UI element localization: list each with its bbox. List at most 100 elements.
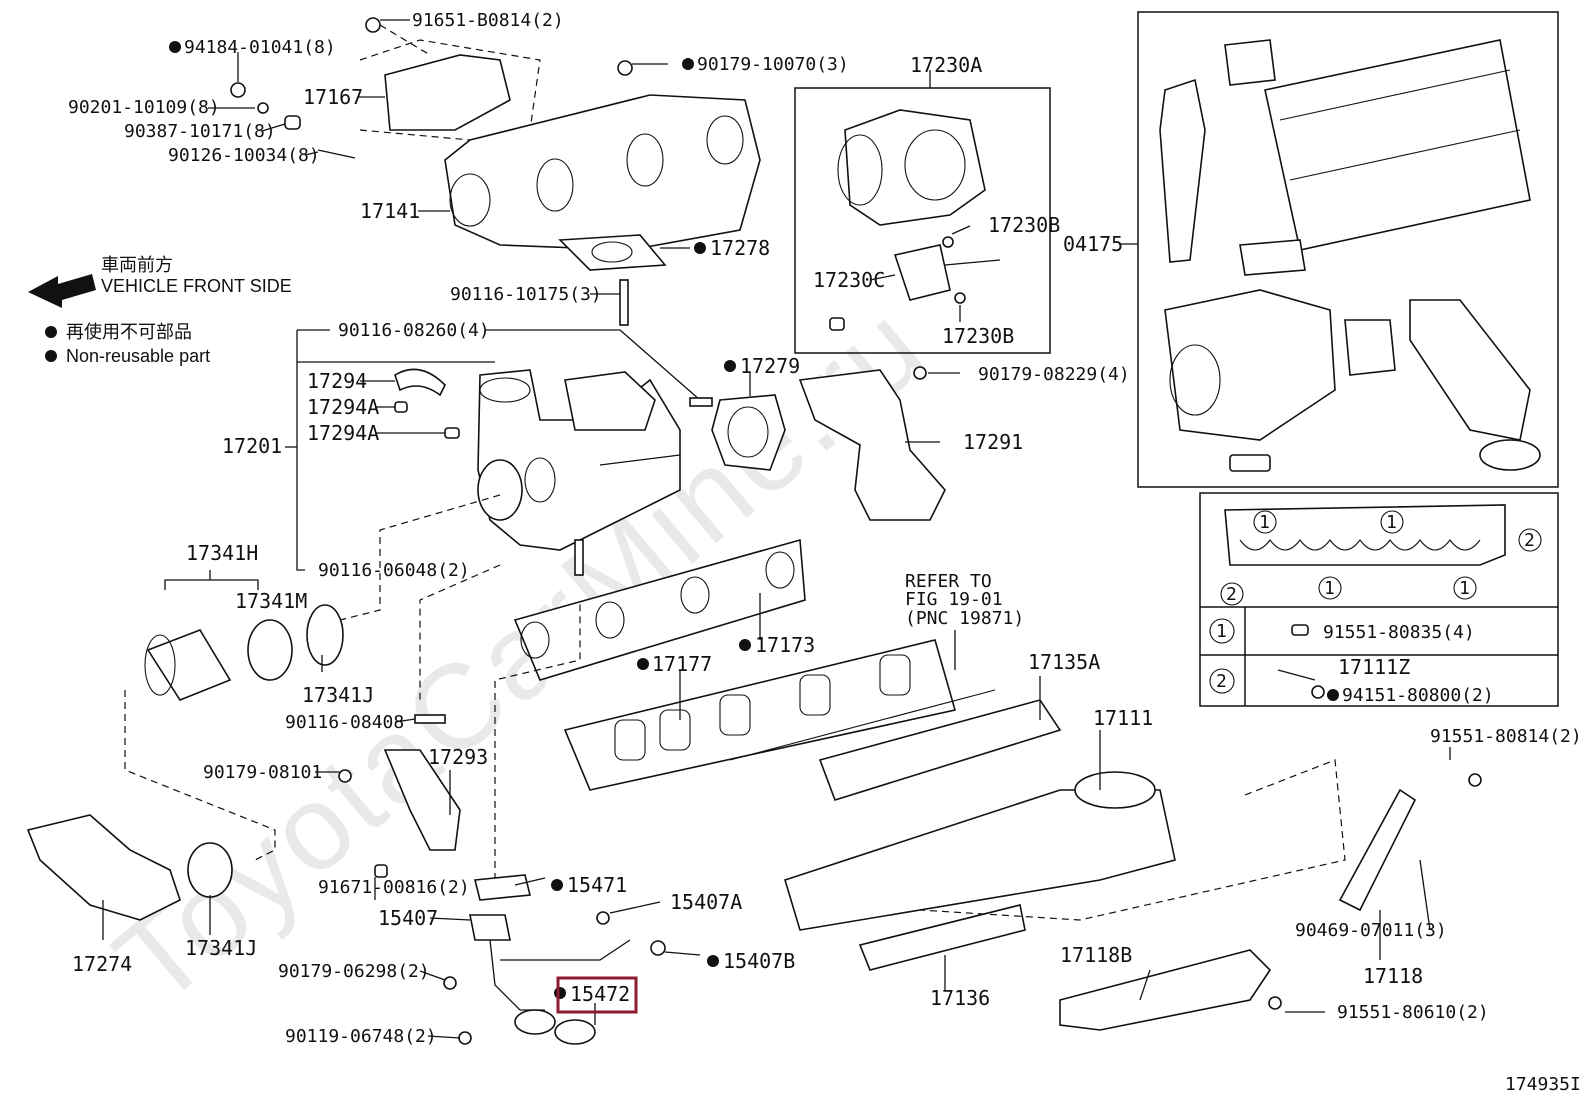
callout-17135A: 17135A [1028,650,1100,674]
callout-15407: 15407 [378,906,438,930]
callout-90179-10070: 90179-10070(3) [697,54,849,75]
callout-17278: 17278 [710,236,770,260]
callout-17136: 17136 [930,986,990,1010]
exhaust-manifold-group [230,17,761,326]
exhaust-manifold-17141-shape [444,94,761,251]
callout-17230B-top: 17230B [988,213,1060,237]
turbo-assy-17230A-drawing [829,109,1001,331]
callout-17294: 17294 [307,369,367,393]
inset-mark-2a: 2 [1524,530,1535,551]
legend-front-jp: 車両前方 [101,255,173,275]
callout-17291: 17291 [963,430,1023,454]
callout-17341J-top: 17341J [302,683,374,707]
hose-17341-group [26,570,344,940]
callout-90179-06298: 90179-06298(2) [278,961,430,982]
turbocharger-17201-group [285,329,713,700]
front-arrow-icon [28,274,96,308]
callout-17230B-bot: 17230B [942,324,1014,348]
callout-17294A-2: 17294A [307,421,379,445]
callout-17279: 17279 [740,354,800,378]
inset-row2-part-a: 17111Z [1338,655,1410,679]
callout-91551-80814: 91551-80814(2) [1430,726,1582,747]
inset-row2-num: 2 [1216,671,1227,692]
callout-90116-08260: 90116-08260(4) [338,320,490,341]
bracket-17118-shape [1338,788,1417,912]
intake-manifold-17135A-shape [818,699,1062,801]
exhaust-pipe-17291-shape [798,369,946,521]
callout-17118: 17118 [1363,964,1423,988]
highlight-box-15472 [556,976,638,1014]
callout-90119: 90119-06748(2) [285,1026,437,1047]
callout-91651: 91651-B0814(2) [412,10,564,31]
callout-90201: 90201-10109(8) [68,97,220,118]
inset-mark-1c: 1 [1324,578,1335,599]
turbo-kit-04175-drawing [1159,39,1541,472]
callout-04175: 04175 [1063,232,1123,256]
callout-15407A: 15407A [670,890,742,914]
manifold-gasket-group [513,538,957,791]
inset-mark-2b: 2 [1226,584,1237,605]
callout-90387: 90387-10171(8) [124,121,276,142]
callout-17230A: 17230A [910,53,982,77]
callout-17341J-bot: 17341J [185,936,257,960]
callout-90116-06048: 90116-06048(2) [318,560,470,581]
callout-17230C: 17230C [813,268,885,292]
legend-nonreuse-jp: 再使用不可部品 [66,322,192,342]
inset-row1-num: 1 [1216,621,1227,642]
gasket-inset-drawing: 1 1 2 2 1 1 1 2 91551-80835(4) 17111Z 94… [1209,504,1542,706]
gasket-17279-shape [711,394,786,471]
inset-mark-1a: 1 [1259,512,1270,533]
callout-90179-08101: 90179-08101 [203,762,322,783]
callout-94184: 94184-01041(8) [184,37,336,58]
gasket-17278-shape [558,234,667,271]
heat-insulator-17167-shape [384,54,511,131]
turbo-kit-04175-frame [1137,11,1559,488]
intake-manifold-17111-shape [784,789,1176,931]
refer-line1: REFER TO [905,571,992,592]
callout-17173: 17173 [755,633,815,657]
callout-17177: 17177 [652,652,712,676]
callout-15407B: 15407B [723,949,795,973]
callout-17141: 17141 [360,199,420,223]
nonreuse-dot-icon [45,350,57,362]
egr-pipe-group [443,600,666,1045]
legend-front-en: VEHICLE FRONT SIDE [101,276,292,296]
callout-90116-10175: 90116-10175(3) [450,284,602,305]
callout-17118B: 17118B [1060,943,1132,967]
inset-mark-1b: 1 [1386,512,1397,533]
callout-17293: 17293 [428,745,488,769]
callout-91671: 91671-00816(2) [318,877,470,898]
diagram-id: 174935I [1505,1074,1581,1095]
callout-17111: 17111 [1093,706,1153,730]
leader-lines [208,19,1451,1039]
callout-90126: 90126-10034(8) [168,145,320,166]
stud-shape [619,279,629,326]
callout-91551-80610: 91551-80610(2) [1337,1002,1489,1023]
callout-15471: 15471 [567,873,627,897]
callout-17341M: 17341M [235,589,307,613]
callouts: 91651-B0814(2) 94184-01041(8) 90179-1007… [68,10,1582,1095]
inset-mark-1d: 1 [1459,578,1470,599]
callout-15472: 15472 [570,982,630,1006]
callout-17294A-1: 17294A [307,395,379,419]
legend-nonreuse-en: Non-reusable part [66,346,210,366]
callout-17341H: 17341H [186,541,258,565]
callout-90469: 90469-07011(3) [1295,920,1447,941]
inset-row2-part-b: 94151-80800(2) [1342,685,1494,706]
refer-line2: FIG 19-01 [905,589,1003,610]
inset-row1-part: 91551-80835(4) [1323,622,1475,643]
cover-17118B-shape [1059,949,1272,1031]
callout-90116-08408: 90116-08408 [285,712,404,733]
callout-17167: 17167 [303,85,363,109]
cover-17136-shape [858,904,1026,971]
stay-17293-shape [383,749,461,851]
legend: 車両前方 VEHICLE FRONT SIDE 再使用不可部品 Non-reus… [28,255,292,366]
callout-17274: 17274 [72,952,132,976]
turbo-assy-frame [794,87,1051,354]
callout-90179-08229: 90179-08229(4) [978,364,1130,385]
gasket-inset-frame [1199,492,1559,707]
callout-17201: 17201 [222,434,282,458]
refer-line3: (PNC 19871) [905,608,1024,629]
